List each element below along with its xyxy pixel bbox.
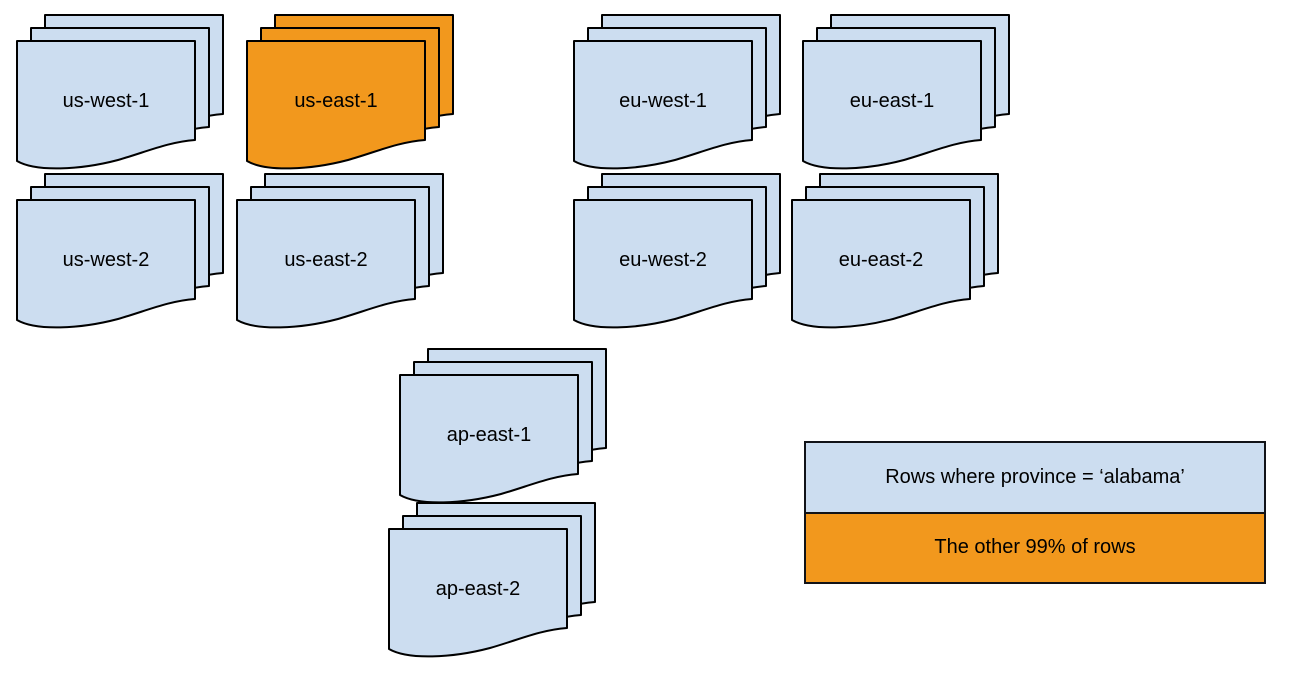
legend-label: Rows where province = ‘alabama’ — [885, 465, 1185, 488]
legend-label: The other 99% of rows — [934, 536, 1136, 559]
document-stack-icon — [791, 173, 999, 329]
region-stack-us-west-2: us-west-2 — [16, 173, 224, 331]
region-stack-ap-east-1: ap-east-1 — [399, 348, 607, 506]
region-stack-us-west-1: us-west-1 — [16, 14, 224, 172]
legend: Rows where province = ‘alabama’ The othe… — [804, 441, 1266, 584]
document-stack-icon — [388, 502, 596, 658]
region-stack-eu-west-1: eu-west-1 — [573, 14, 781, 172]
region-stack-ap-east-2: ap-east-2 — [388, 502, 596, 660]
region-stack-us-east-2: us-east-2 — [236, 173, 444, 331]
region-stack-eu-west-2: eu-west-2 — [573, 173, 781, 331]
document-stack-icon — [246, 14, 454, 170]
document-stack-icon — [16, 173, 224, 329]
region-stack-eu-east-1: eu-east-1 — [802, 14, 1010, 172]
document-stack-icon — [16, 14, 224, 170]
region-stack-eu-east-2: eu-east-2 — [791, 173, 999, 331]
legend-item-other-rows: The other 99% of rows — [806, 511, 1264, 582]
legend-item-alabama-rows: Rows where province = ‘alabama’ — [806, 443, 1264, 512]
document-stack-icon — [399, 348, 607, 504]
document-stack-icon — [802, 14, 1010, 170]
region-stack-us-east-1: us-east-1 — [246, 14, 454, 172]
document-stack-icon — [236, 173, 444, 329]
document-stack-icon — [573, 173, 781, 329]
document-stack-icon — [573, 14, 781, 170]
